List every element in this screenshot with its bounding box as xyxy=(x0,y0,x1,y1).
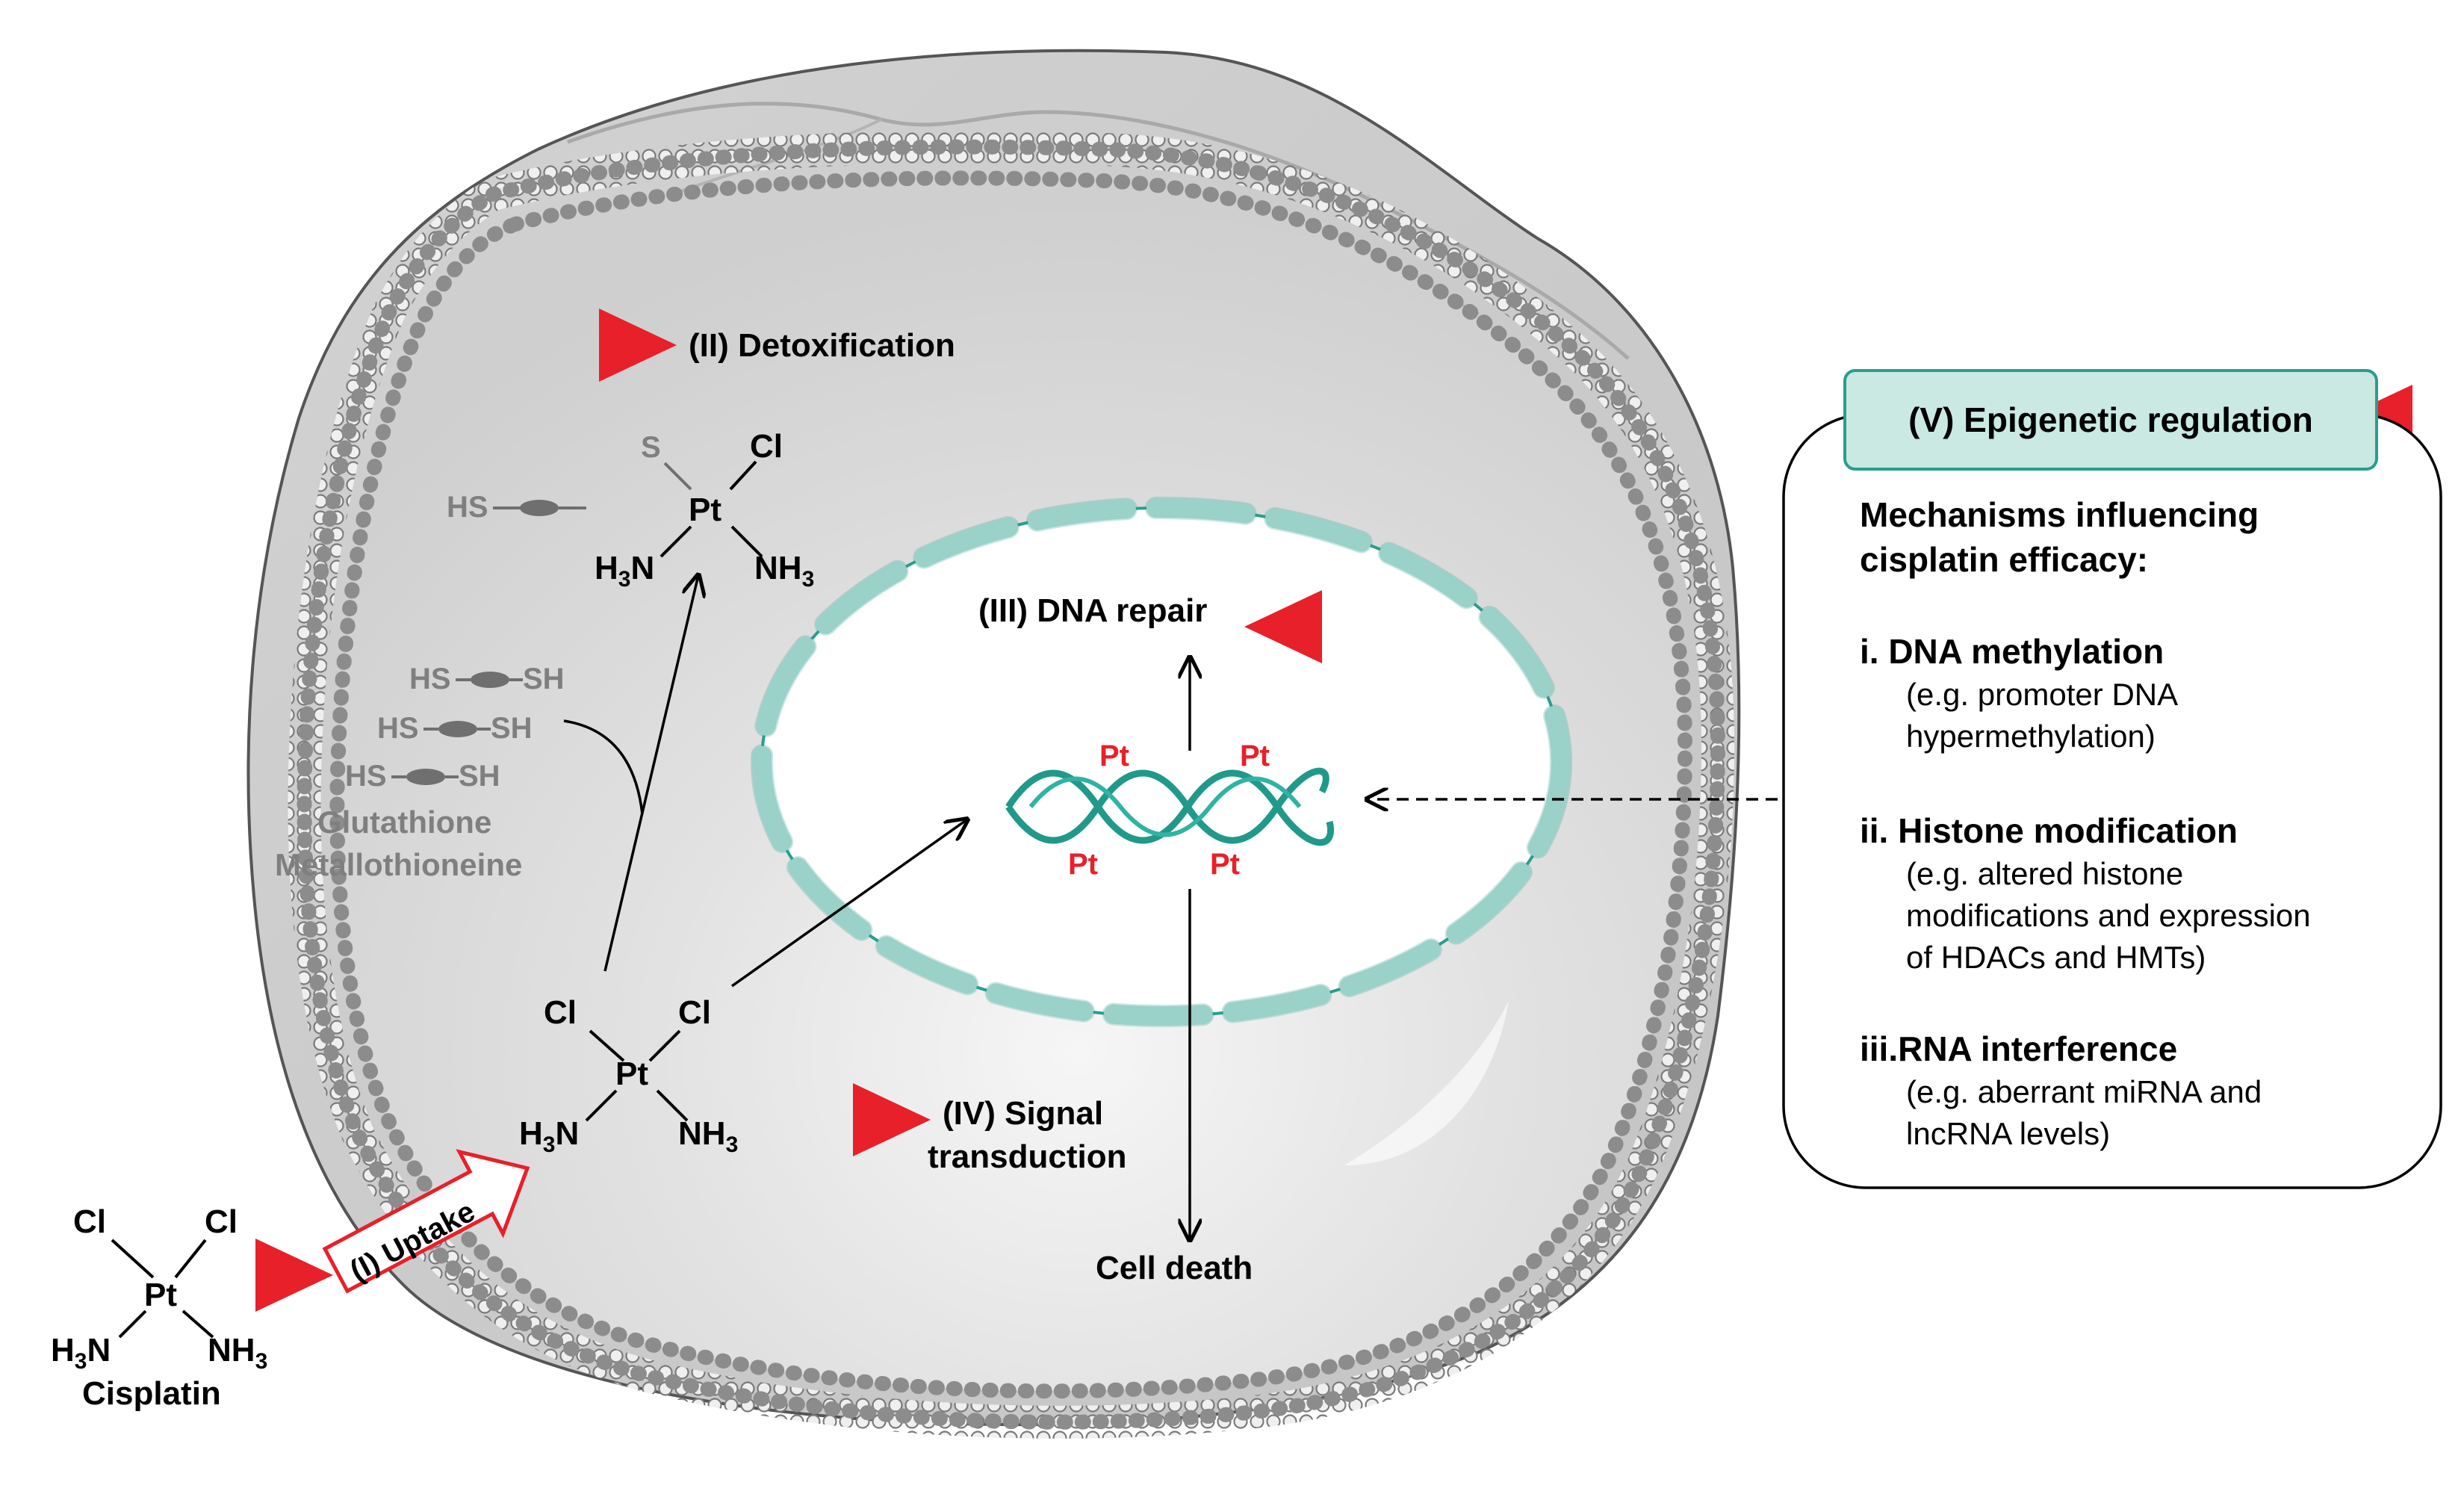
mechanism-desc-line: of HDACs and HMTs) xyxy=(1906,940,2206,975)
cell-death-label: Cell death xyxy=(1096,1250,1253,1286)
nh3-group: NH3 xyxy=(208,1332,267,1374)
hs-group: HS xyxy=(447,491,488,524)
pt-atom: Pt xyxy=(689,492,721,528)
dna-pt-adduct: Pt xyxy=(1099,740,1129,772)
mechanism-title-dna-methylation: i. DNA methylation xyxy=(1860,632,2164,671)
svg-text:HS: HS xyxy=(377,712,419,745)
dna-pt-adduct: Pt xyxy=(1068,848,1098,881)
h3n-group: H3N xyxy=(595,550,654,592)
cl-atom: Cl xyxy=(73,1203,106,1240)
svg-text:SH: SH xyxy=(523,663,565,695)
inhibitor-triangle-uptake xyxy=(255,1239,333,1312)
signal-transduction-label-line1: (IV) Signal xyxy=(943,1095,1103,1132)
thiol-3: HS SH xyxy=(345,760,500,793)
thiol-molecules: HS SH HS SH HS SH Glutathione Metallothi… xyxy=(275,663,565,882)
dna-pt-adduct: Pt xyxy=(1210,848,1240,881)
epigenetic-panel-header xyxy=(1843,369,2378,471)
dna-strand-c xyxy=(1028,776,1302,837)
mechanism-desc-line: hypermethylation) xyxy=(1906,719,2156,754)
cl-atom: Cl xyxy=(544,994,577,1031)
mechanism-desc-line: (e.g. promoter DNA xyxy=(1906,677,2178,712)
mechanism-desc-line: (e.g. altered histone xyxy=(1906,856,2183,891)
thiol-2: HS SH xyxy=(377,712,533,745)
svg-text:SH: SH xyxy=(459,760,500,793)
thiol-1: HS SH xyxy=(409,663,565,695)
inhibitor-triangle-dna-repair xyxy=(1244,590,1322,663)
dna-strand-b xyxy=(1005,767,1329,844)
metallothioneine-label: Metallothioneine xyxy=(275,847,522,882)
dna-pt-adduct: Pt xyxy=(1240,740,1270,772)
cl-atom: Cl xyxy=(750,428,783,465)
epigenetic-panel: (V) Epigenetic regulation Mechanisms inf… xyxy=(1782,369,2442,1189)
mechanism-desc-line: lncRNA levels) xyxy=(1906,1116,2110,1151)
pt-atom: Pt xyxy=(615,1056,648,1092)
inhibitor-triangle-signal xyxy=(853,1083,931,1156)
cisplatin-molecule-outside: Cl Cl Pt H3N NH3 Cisplatin xyxy=(51,1203,267,1412)
nh3-group: NH3 xyxy=(678,1115,738,1157)
h3n-group: H3N xyxy=(51,1332,111,1374)
mechanisms-intro-line1: Mechanisms influencing xyxy=(1860,495,2259,534)
plasma-membrane-beads-outer xyxy=(297,139,1726,1430)
mechanism-title-rna-interference: iii.RNA interference xyxy=(1860,1029,2177,1068)
thiol-binding-curve xyxy=(563,719,644,815)
mechanism-desc-line: modifications and expression xyxy=(1906,898,2311,933)
mechanisms-intro-line2: cisplatin efficacy: xyxy=(1860,540,2148,579)
detoxified-complex: HS S Cl Pt H3N NH3 xyxy=(447,428,814,592)
cisplatin-molecule-inside: Cl Cl Pt H3N NH3 xyxy=(519,994,738,1157)
svg-text:HS: HS xyxy=(409,663,451,695)
arrow-to-detox-complex xyxy=(603,575,698,972)
cytoplasm-highlight xyxy=(1344,1001,1509,1165)
uptake-arrow xyxy=(322,1149,530,1294)
detoxification-label: (II) Detoxification xyxy=(689,327,955,364)
s-atom: S xyxy=(641,431,661,464)
mechanism-title-histone-modification: ii. Histone modification xyxy=(1860,811,2238,850)
dna-repair-label: (III) DNA repair xyxy=(978,592,1207,629)
pt-atom: Pt xyxy=(144,1277,177,1313)
arrow-to-dna xyxy=(730,819,967,988)
svg-text:HS: HS xyxy=(345,760,387,793)
h3n-group: H3N xyxy=(519,1115,579,1157)
svg-text:SH: SH xyxy=(491,712,533,745)
nucleus-envelope-segments xyxy=(752,498,1571,1026)
inhibitor-triangle-detox xyxy=(599,309,677,382)
nucleus-envelope-segments-outline xyxy=(751,497,1572,1027)
glutathione-label: Glutathione xyxy=(317,805,491,840)
cl-atom: Cl xyxy=(205,1203,238,1240)
cl-atom: Cl xyxy=(678,994,711,1031)
mechanism-desc-line: (e.g. aberrant miRNA and xyxy=(1906,1074,2262,1109)
signal-transduction-label-line2: transduction xyxy=(928,1138,1126,1175)
nh3-group: NH3 xyxy=(754,550,814,592)
epigenetic-header-label: (V) Epigenetic regulation xyxy=(1908,400,2313,439)
cisplatin-label: Cisplatin xyxy=(82,1375,221,1412)
